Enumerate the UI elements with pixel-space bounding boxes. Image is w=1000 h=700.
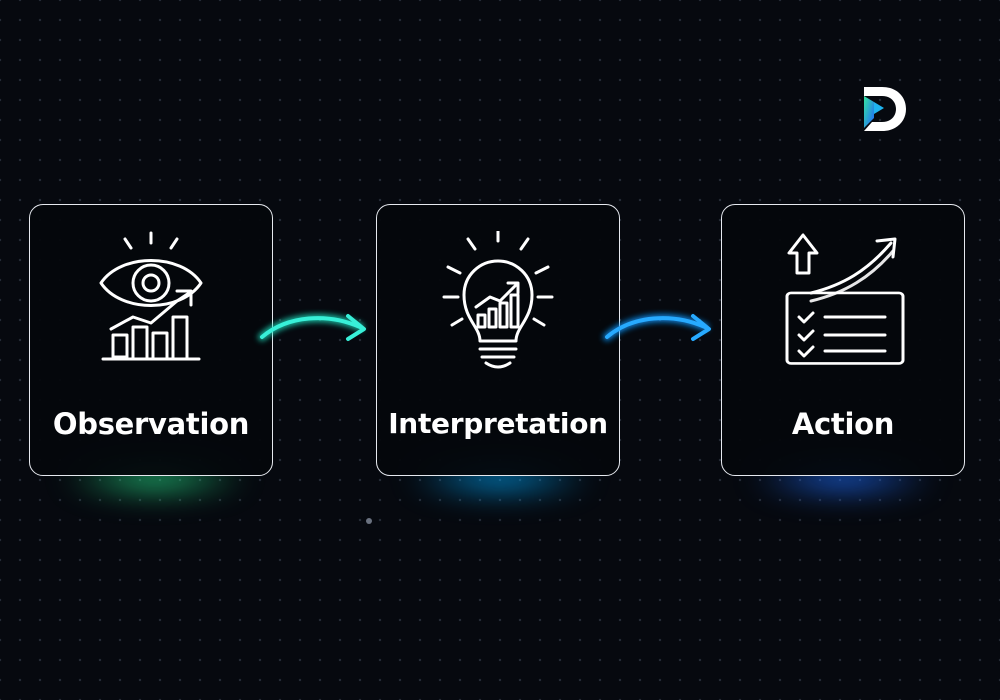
step-card-interpretation: Interpretation [376,204,620,476]
observation-label: Observation [52,407,250,441]
background-sparkle [366,518,372,524]
arrow-observation-to-interpretation [258,314,366,341]
checklist-with-upward-arrows-icon [785,233,905,365]
eye-with-bar-chart-icon [99,231,203,361]
step-card-action: Action [721,204,965,476]
arrow-interpretation-to-action [603,314,711,341]
action-label: Action [791,407,895,441]
step-card-observation: Observation [29,204,273,476]
lightbulb-with-chart-icon [442,231,554,369]
interpretation-label: Interpretation [388,407,608,440]
d-logo-icon [864,87,906,131]
